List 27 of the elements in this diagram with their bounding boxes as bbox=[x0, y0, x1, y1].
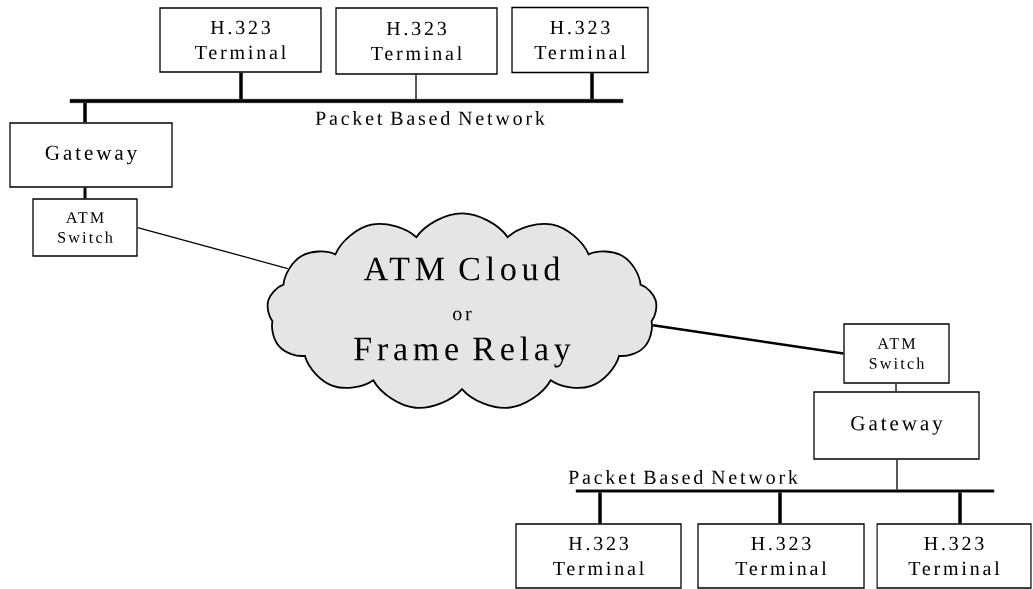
terminal-box: H.323 Terminal bbox=[697, 523, 865, 589]
network-bus bbox=[69, 99, 624, 103]
connection-line bbox=[778, 492, 782, 524]
network-cloud: ATM Cloud or Frame Relay bbox=[266, 212, 658, 409]
terminal-box: H.323 Terminal bbox=[159, 7, 322, 73]
connection-line bbox=[83, 187, 87, 199]
switch-box: ATM Switch bbox=[32, 198, 138, 257]
terminal-box: H.323 Terminal bbox=[515, 523, 682, 589]
connection-line bbox=[896, 459, 898, 491]
gateway-box: Gateway bbox=[813, 391, 980, 460]
connection-line bbox=[895, 383, 897, 392]
network-label: Packet Based Network bbox=[315, 110, 545, 126]
connection-line bbox=[652, 324, 844, 355]
connection-line bbox=[590, 73, 594, 100]
connection-line bbox=[239, 72, 243, 100]
connection-line bbox=[598, 492, 602, 524]
connection-line bbox=[137, 226, 289, 270]
terminal-box: H.323 Terminal bbox=[876, 523, 1032, 589]
terminal-box: H.323 Terminal bbox=[511, 6, 649, 74]
network-label: Packet Based Network bbox=[568, 469, 798, 485]
connection-line bbox=[415, 74, 417, 100]
connection-line bbox=[958, 492, 962, 524]
connection-line bbox=[83, 102, 87, 123]
switch-box: ATM Switch bbox=[843, 323, 950, 384]
network-bus bbox=[575, 489, 995, 493]
terminal-box: H.323 Terminal bbox=[335, 7, 498, 75]
gateway-box: Gateway bbox=[9, 122, 173, 188]
